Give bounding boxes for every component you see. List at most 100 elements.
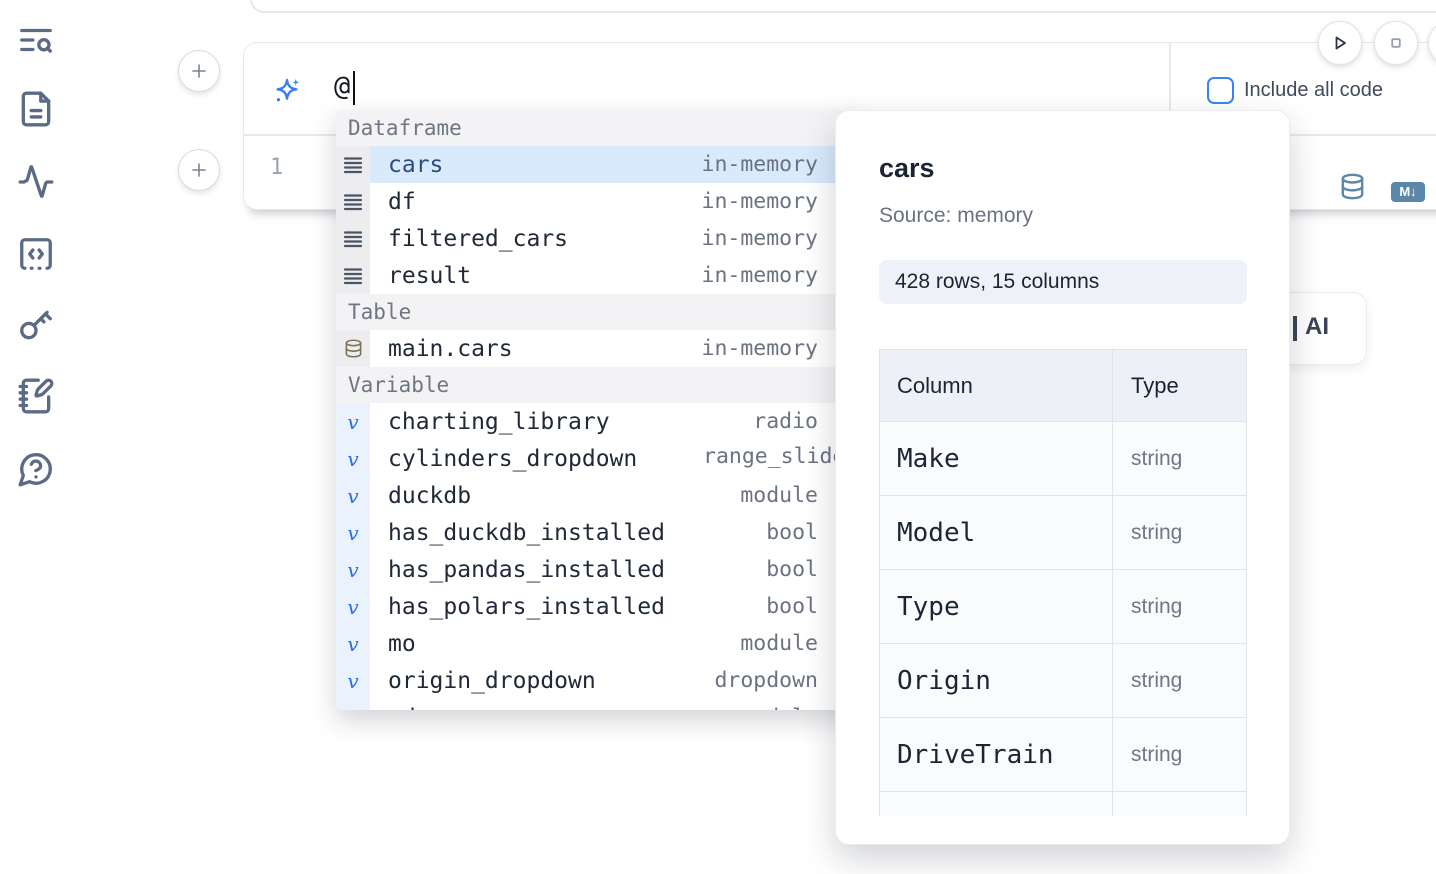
ai-prompt-input[interactable]: @ — [334, 71, 351, 102]
variable-icon: v — [347, 483, 359, 508]
item-main: filtered_cars in-memory — [370, 220, 864, 257]
autocomplete-item[interactable]: v filtered_cars in-memory — [336, 220, 864, 257]
item-name: filtered_cars — [388, 225, 569, 252]
item-icon-strip: v — [336, 146, 370, 183]
autocomplete-item[interactable]: v duckdb module — [336, 477, 864, 514]
item-name: df — [388, 188, 416, 215]
item-main: origin_dropdown dropdown — [370, 662, 864, 699]
schema-table: Column Type Make string Model string — [879, 349, 1247, 816]
add-cell-button-bottom[interactable] — [178, 149, 220, 191]
column-type: string — [1131, 520, 1183, 544]
key-icon[interactable] — [17, 306, 55, 344]
column-type: string — [1131, 668, 1183, 692]
autocomplete-item[interactable]: v origin_dropdown dropdown — [336, 662, 864, 699]
line-number: 1 — [270, 155, 284, 180]
item-type: module — [740, 483, 818, 508]
previous-cell-edge — [250, 0, 1436, 13]
variable-icon: v — [347, 520, 359, 545]
text-search-icon[interactable] — [17, 21, 55, 59]
item-main: charting_library radio — [370, 403, 864, 440]
item-name: cylinders_dropdown — [388, 445, 638, 472]
schema-table-header: Column Type — [880, 350, 1246, 422]
column-type: string — [1131, 742, 1183, 766]
item-icon-strip: v — [336, 257, 370, 294]
help-chat-icon[interactable] — [17, 450, 55, 488]
item-type: in-memory — [701, 189, 819, 214]
item-type: module — [740, 705, 864, 710]
autocomplete-item[interactable]: v has_pandas_installed bool — [336, 551, 864, 588]
column-name: DriveTrain — [897, 739, 1054, 770]
popup-title: cars — [879, 153, 935, 183]
item-type: in-memory — [701, 263, 819, 288]
item-name: pd — [388, 705, 416, 711]
include-all-code-checkbox[interactable] — [1207, 77, 1234, 104]
item-name: duckdb — [388, 482, 472, 509]
plus-icon — [192, 163, 206, 177]
item-icon-strip: v — [336, 514, 370, 551]
item-main: df in-memory — [370, 183, 864, 220]
autocomplete-item[interactable]: v main.cars in-memory — [336, 330, 864, 367]
item-name: has_duckdb_installed — [388, 519, 665, 546]
item-type: module — [740, 631, 818, 656]
column-type: string — [1131, 594, 1183, 618]
item-icon-strip: v — [336, 440, 370, 477]
item-type: radio — [753, 409, 818, 434]
file-document-icon[interactable] — [17, 90, 55, 128]
stop-icon — [1391, 38, 1401, 48]
variable-icon: v — [347, 557, 359, 582]
table-row: Origin string — [880, 644, 1246, 718]
item-name: origin_dropdown — [388, 667, 596, 694]
shape-badge: 428 rows, 15 columns — [879, 260, 1247, 304]
run-cell-button[interactable] — [1318, 21, 1362, 65]
column-header: Column — [880, 350, 1113, 421]
column-name: Type — [897, 591, 960, 622]
database-icon[interactable] — [1338, 172, 1367, 201]
autocomplete-item[interactable]: v charting_library radio — [336, 403, 864, 440]
item-main: cylinders_dropdown range_slider — [370, 440, 864, 477]
item-icon-strip: v — [336, 588, 370, 625]
item-name: cars — [388, 151, 444, 178]
item-main: result in-memory — [370, 257, 864, 294]
autocomplete-item[interactable]: v df in-memory — [336, 183, 864, 220]
item-main: has_polars_installed bool — [370, 588, 864, 625]
table-row: Model string — [880, 496, 1246, 570]
add-cell-button-top[interactable] — [178, 50, 220, 92]
notebook-pen-icon[interactable] — [17, 377, 55, 415]
item-main: duckdb module — [370, 477, 864, 514]
table-list: v main.cars in-memory — [336, 330, 864, 367]
clipped-letter — [1293, 316, 1297, 341]
autocomplete-dropdown: Dataframe v cars in-memory — [336, 110, 864, 710]
autocomplete-item[interactable]: v cars in-memory — [336, 146, 864, 183]
section-table: Table v main.cars in-memory — [336, 294, 864, 367]
code-snippets-icon[interactable] — [17, 235, 55, 273]
dataframe-preview-popup: cars Source: memory 428 rows, 15 columns… — [835, 110, 1290, 845]
autocomplete-item[interactable]: v has_polars_installed bool — [336, 588, 864, 625]
activity-icon[interactable] — [17, 163, 55, 201]
autocomplete-item[interactable]: v result in-memory — [336, 257, 864, 294]
autocomplete-item[interactable]: v pd module — [336, 699, 864, 710]
schema-rows: Make string Model string Type string — [880, 422, 1246, 816]
table-database-icon — [344, 339, 363, 358]
dataframe-icon — [343, 230, 363, 248]
item-type: in-memory — [701, 336, 819, 361]
autocomplete-item[interactable]: v mo module — [336, 625, 864, 662]
item-type: bool — [766, 594, 818, 619]
item-icon-strip: v — [336, 330, 370, 367]
plus-icon — [192, 64, 206, 78]
divider — [1169, 43, 1171, 134]
autocomplete-item[interactable]: v has_duckdb_installed bool — [336, 514, 864, 551]
item-name: mo — [388, 630, 416, 657]
stop-button[interactable] — [1374, 21, 1418, 65]
sidebar — [0, 0, 72, 874]
variable-icon: v — [347, 409, 359, 434]
variable-list: v charting_library radio v — [336, 403, 864, 710]
item-icon-strip: v — [336, 477, 370, 514]
dataframe-icon — [343, 193, 363, 211]
autocomplete-item[interactable]: v cylinders_dropdown range_slider — [336, 440, 864, 477]
item-icon-strip: v — [336, 699, 370, 710]
markdown-icon[interactable]: M↓ — [1391, 182, 1425, 202]
item-icon-strip: v — [336, 551, 370, 588]
dataframe-icon — [343, 267, 363, 285]
column-name: Make — [897, 443, 960, 474]
item-main: cars in-memory — [370, 146, 864, 183]
